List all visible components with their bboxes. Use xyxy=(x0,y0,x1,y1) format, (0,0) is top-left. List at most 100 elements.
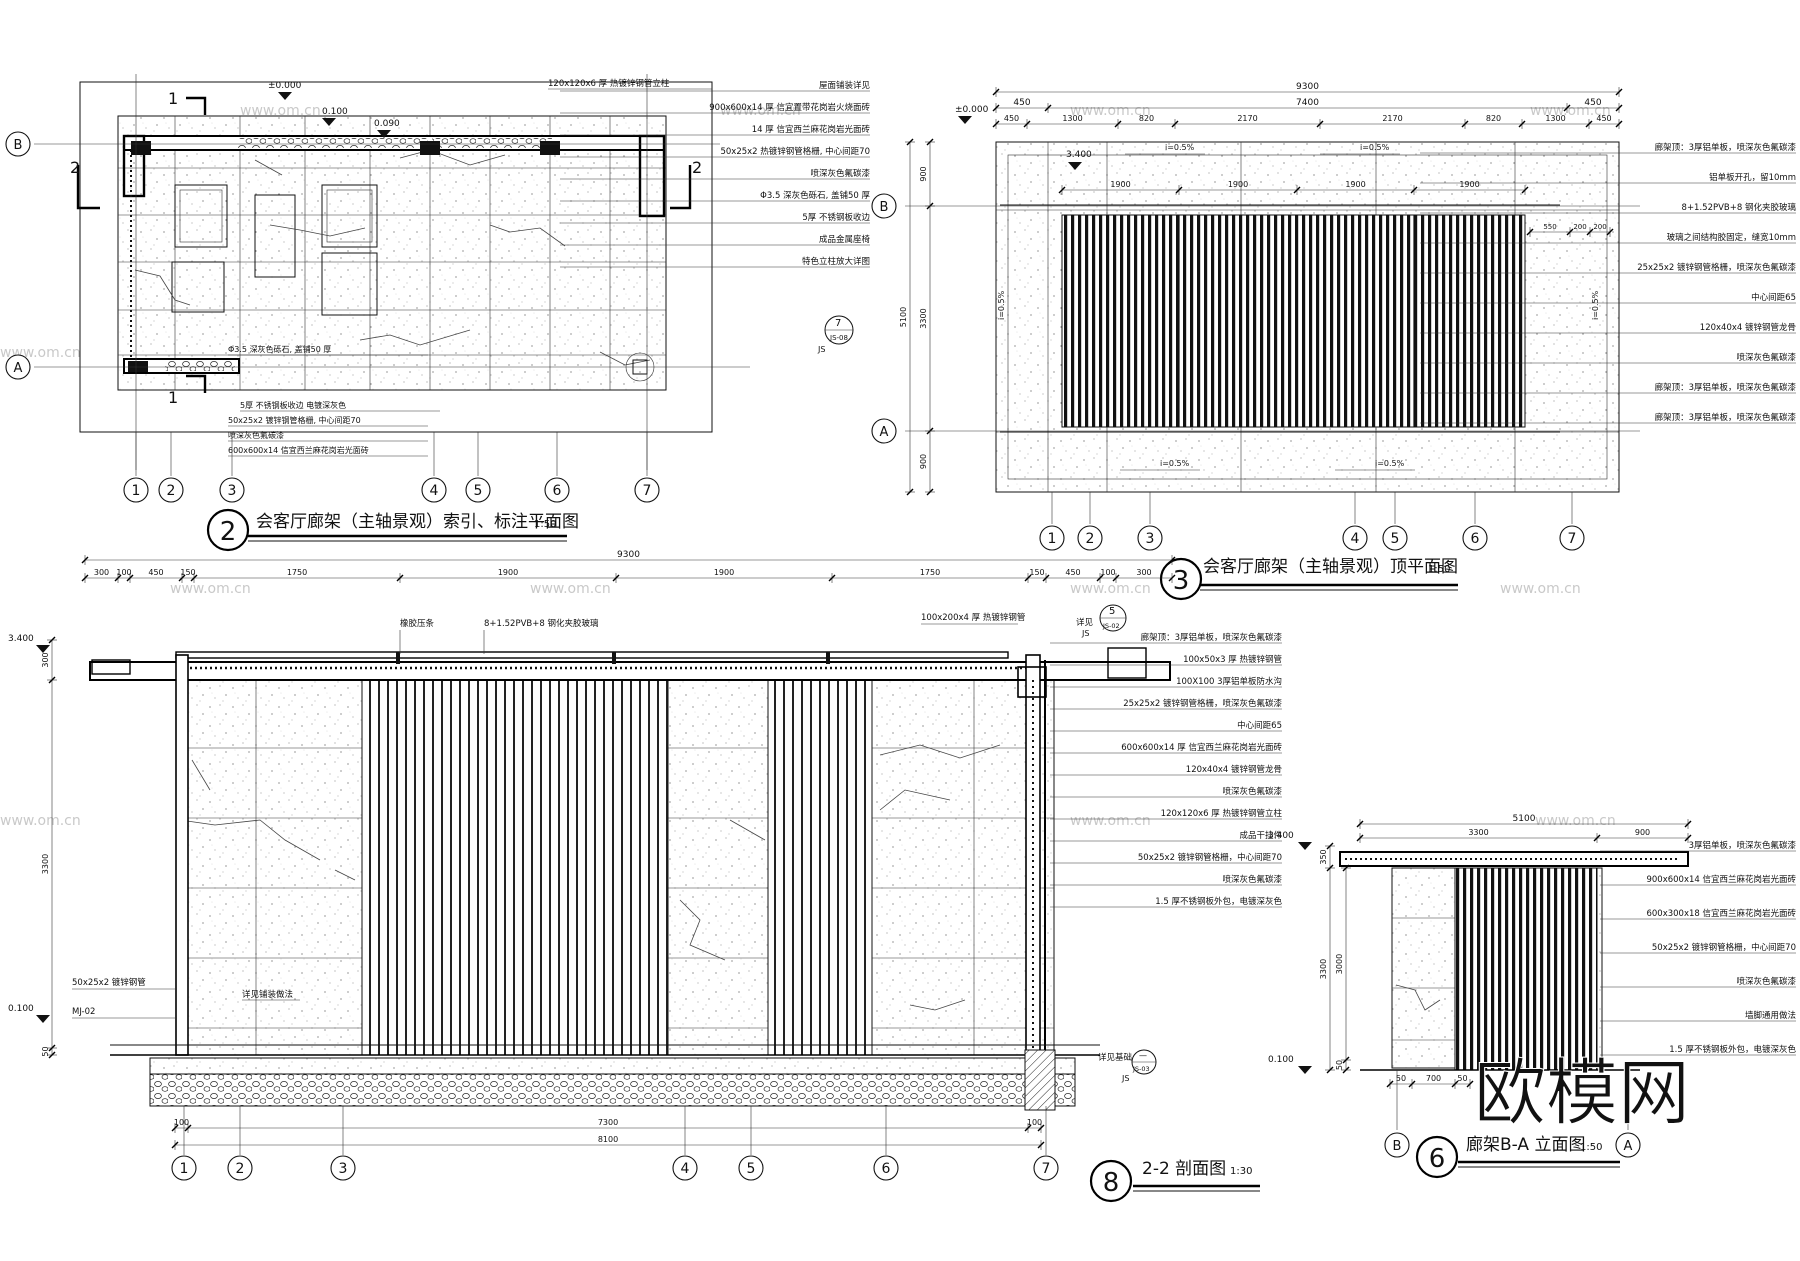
elevation-label: 0.100 xyxy=(322,107,348,117)
axis-bubble xyxy=(330,1155,356,1181)
axis-label: 2 xyxy=(167,483,176,499)
dimension-label: 3000 xyxy=(1335,954,1344,974)
leader-note: 600x300x18 信宜西兰麻花岗岩光面砖 xyxy=(1646,908,1796,919)
section-top-label: 8+1.52PVB+8 钢化夹胶玻璃 xyxy=(484,618,599,629)
section-top-label: 100x200x4 厚 热镀锌钢管 xyxy=(921,612,1025,623)
slope-label: i=0.5% xyxy=(1360,143,1390,152)
axis-bubble xyxy=(421,477,447,503)
dimension-label: 900 xyxy=(919,166,928,181)
watermark-text: www.om.cn xyxy=(240,103,321,119)
drawing-scale: 1:50 xyxy=(534,519,556,530)
axis-label: 6 xyxy=(553,483,562,499)
axis-label: 6 xyxy=(882,1161,891,1177)
drawing-scale: 1:30 xyxy=(1230,1166,1252,1177)
section-mark: 1 xyxy=(168,388,178,407)
foundation-note: 详见基础 xyxy=(1098,1052,1132,1063)
dimension-label: 1900 xyxy=(1110,180,1130,189)
dimension-label: 5100 xyxy=(899,307,908,327)
axis-label: 4 xyxy=(681,1161,690,1177)
section-mark: 2 xyxy=(692,158,702,177)
watermark-text: www.om.cn xyxy=(1070,813,1151,829)
leader-note: 喷深灰色氟碳漆 xyxy=(1736,352,1796,363)
grid-col-B: B xyxy=(1384,1132,1410,1158)
axis-bubble xyxy=(1462,525,1488,551)
leader-note: 玻璃之间结构胶固定，缝宽10mm xyxy=(1667,232,1796,243)
dimension-label: 5100 xyxy=(1513,814,1536,824)
leader-note: 100x50x3 厚 热镀锌钢管 xyxy=(1183,654,1282,665)
logo-text: 欧模网 xyxy=(1474,1051,1690,1135)
dimension-label: 450 xyxy=(1584,98,1601,108)
axis-label: 5 xyxy=(1391,531,1400,547)
plan-top-note: 120x120x6 厚 热镀锌钢管立柱 xyxy=(548,78,670,89)
dimension-label: 50 xyxy=(41,1046,50,1056)
axis-bubble xyxy=(123,477,149,503)
slope-label: i=0.5% xyxy=(997,290,1006,320)
detail-ref-num: 5 xyxy=(1109,606,1115,617)
watermark-text: www.om.cn xyxy=(530,581,611,597)
dimension-label: 200 xyxy=(1573,223,1586,231)
drawing-title: 会客厅廊架（主轴景观）索引、标注平面图 xyxy=(256,512,579,532)
dimension-label: 50 xyxy=(1396,1074,1406,1083)
detail-ref-num: — xyxy=(1139,1051,1147,1060)
leader-note: 50x25x2 镀锌钢管格栅, 中心间距70 xyxy=(228,415,361,425)
axis-bubble xyxy=(1137,525,1163,551)
dimension-label: 350 xyxy=(1319,849,1328,864)
section-mark: 2 xyxy=(70,158,80,177)
axis-label: 4 xyxy=(430,483,439,499)
detail-ref-sheet: JS-03 xyxy=(1132,1065,1150,1073)
leader-note: Φ3.5 深灰色砾石, 盖铺50 厚 xyxy=(760,190,870,201)
slope-label: i=0.5% xyxy=(1375,459,1405,468)
axis-bubble xyxy=(544,477,570,503)
elevation-label: ±0.000 xyxy=(268,81,302,91)
leader-note: 成品金属座椅 xyxy=(819,234,871,245)
dimension-label: 100 xyxy=(174,1118,189,1127)
axis-bubble xyxy=(672,1155,698,1181)
dimension-label: 100 xyxy=(116,568,131,577)
svg-text:B: B xyxy=(14,138,23,153)
leader-note: 120x120x6 厚 热镀锌钢管立柱 xyxy=(1161,808,1283,819)
axis-label: 1 xyxy=(1048,531,1057,547)
axis-bubble xyxy=(219,477,245,503)
drawing-number: 2 xyxy=(220,517,237,547)
leader-note: 廊架顶：3厚铝单板，喷深灰色氟碳漆 xyxy=(1655,412,1797,423)
leader-note: 屋面铺装详见 xyxy=(819,80,871,91)
leader-note: 120x40x4 镀锌钢管龙骨 xyxy=(1186,764,1282,775)
grid-row-A: A xyxy=(5,354,31,380)
axis-label: 6 xyxy=(1471,531,1480,547)
dimension-label: 450 xyxy=(1004,114,1019,123)
axis-bubble xyxy=(1033,1155,1059,1181)
axis-bubble xyxy=(1382,525,1408,551)
dimension-label: 3300 xyxy=(919,308,928,328)
elevation-label: 3.400 xyxy=(1066,150,1092,160)
section-top-label: 橡胶压条 xyxy=(400,618,435,629)
dimension-label: 100 xyxy=(1027,1118,1042,1127)
plan-bottom-notes: Φ3.5 深灰色砾石, 盖铺50 厚5厚 不锈钢板收边 电镀深灰色50x25x2… xyxy=(228,344,440,457)
grid-row-B: B xyxy=(871,193,897,219)
dimension-label: 7400 xyxy=(1296,98,1319,108)
elevation-label: 3.400 xyxy=(8,634,34,644)
leader-note: 1.5 厚不锈钢板外包，电镀深灰色 xyxy=(1155,896,1282,907)
dimension-label: 150 xyxy=(1029,568,1044,577)
watermark-text: www.om.cn xyxy=(170,581,251,597)
dimension-label: 900 xyxy=(919,454,928,469)
drawing-scale: 1:50 xyxy=(1580,1142,1602,1153)
watermark-text: www.om.cn xyxy=(1535,813,1616,829)
axis-label: 3 xyxy=(228,483,237,499)
leader-note: 喷深灰色氟碳漆 xyxy=(810,168,870,179)
leader-note: 墙脚通用做法 xyxy=(1745,1010,1796,1021)
dimension-label: 450 xyxy=(1065,568,1080,577)
detail-ref-js: JS xyxy=(817,345,825,354)
detail-ref-js: JS xyxy=(1081,629,1089,638)
drawing-number: 3 xyxy=(1173,566,1190,596)
dimension-label: 1750 xyxy=(287,568,307,577)
axis-label: 7 xyxy=(1568,531,1577,547)
leader-note: 900x600x14 厚 信宜置带花岗岩火烧面砖 xyxy=(709,102,870,113)
axis-bubble xyxy=(1559,525,1585,551)
leader-note: 喷深灰色氟碳漆 xyxy=(1222,786,1282,797)
